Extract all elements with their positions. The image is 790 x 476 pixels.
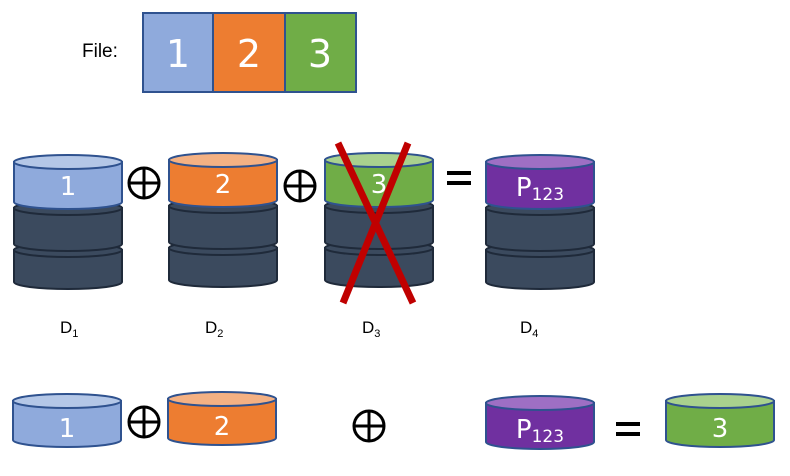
recovered-block-3: 3 [665, 393, 775, 448]
file-block-3: 3 [284, 12, 357, 93]
xor-symbol-2 [283, 169, 317, 203]
disk-name-d1: D1 [60, 318, 78, 340]
recovery-block-2: 2 [167, 391, 277, 446]
file-label: File: [82, 41, 118, 62]
recovery-block-2-label: 2 [214, 412, 231, 442]
disk-d4: P123 [485, 154, 595, 290]
disk-d2: 2 [168, 152, 278, 288]
disk-d2-label: 2 [215, 170, 232, 200]
file-block-3-label: 3 [308, 32, 332, 76]
recovery-block-1: 1 [12, 393, 122, 448]
recovery-block-1-label: 1 [59, 414, 76, 444]
disk-name-d2: D2 [205, 318, 223, 340]
xor-symbol-4 [352, 409, 386, 443]
file-block-1-label: 1 [166, 32, 190, 76]
disk-d3-label: 3 [371, 170, 388, 200]
failure-cross-icon [334, 141, 417, 305]
recovery-block-parity-label: P123 [516, 415, 564, 447]
xor-symbol-3 [127, 405, 161, 439]
file-block-1: 1 [142, 12, 214, 93]
disk-name-d4: D4 [520, 318, 538, 340]
file-block-2-label: 2 [237, 32, 261, 76]
file-block-2: 2 [212, 12, 286, 93]
disk-name-d3: D3 [362, 318, 380, 340]
recovered-block-3-label: 3 [712, 414, 729, 444]
disk-d1: 1 [13, 154, 123, 290]
disk-d4-label: P123 [516, 173, 564, 205]
xor-symbol-1 [127, 166, 161, 200]
disk-d1-label: 1 [60, 172, 77, 202]
equals-symbol-1 [447, 171, 471, 185]
recovery-block-parity: P123 [485, 395, 595, 450]
equals-symbol-2 [616, 422, 640, 436]
